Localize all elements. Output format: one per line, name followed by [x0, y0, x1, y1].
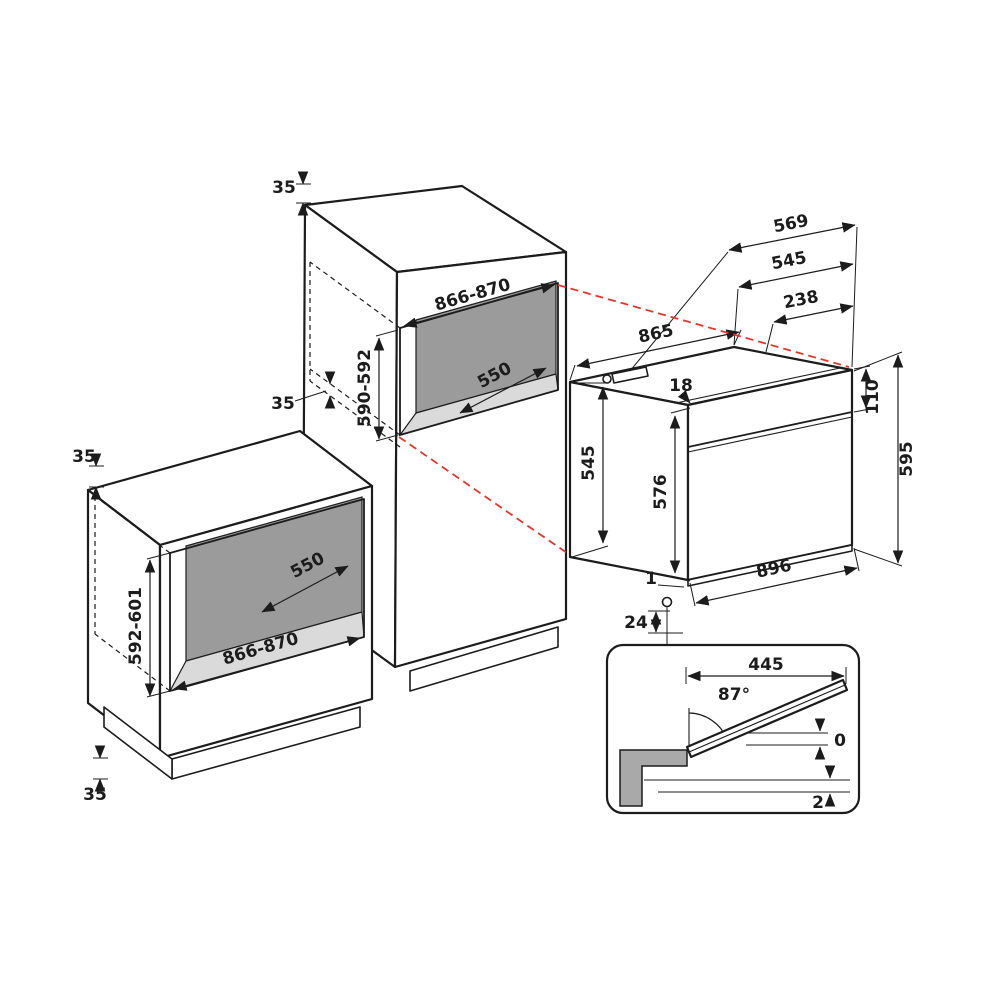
base-niche-hidden-line-top [94, 495, 171, 554]
dim-line-upper-niche-depth [459, 367, 547, 414]
dim-line-oven-total-depth [728, 222, 856, 253]
dim-upper-top-clearance: 35 [272, 178, 296, 198]
dim-line-oven-front-width [695, 565, 858, 606]
upper-niche-hidden-line-offset [309, 380, 401, 448]
dim-ext [569, 364, 576, 381]
detail-reference-marker [661, 596, 673, 608]
cabinet-corner-section [619, 749, 688, 807]
dim-line-oven-body-width [576, 329, 740, 369]
dim-upper-side-clearance: 35 [271, 394, 295, 414]
dim-door-depth: 445 [748, 655, 784, 675]
dim-line-oven-partial-depth [773, 303, 854, 325]
oven-control-panel-divider [687, 411, 853, 448]
dim-oven-top-gap: 1 [645, 569, 657, 589]
dim-oven-front-height: 576 [651, 474, 671, 510]
projection-guide-top [557, 284, 850, 368]
dim-ext [670, 575, 691, 582]
dim-ext [689, 582, 696, 607]
oven-mounting-bracket [611, 366, 649, 384]
dim-leader [677, 390, 691, 404]
dim-ext [670, 407, 691, 414]
dim-ext [146, 552, 171, 560]
dim-line-base-niche-depth [261, 565, 349, 613]
base-niche-opening [169, 498, 365, 692]
dim-base-bottom-clearance: 35 [83, 785, 107, 805]
oven-door-top-line [687, 416, 853, 453]
dim-ext [853, 408, 871, 413]
tall-cabinet-plinth [409, 626, 559, 692]
dim-leader [657, 584, 685, 588]
dim-door-angle: 87° [718, 685, 750, 705]
base-cabinet-plinth-side [103, 706, 173, 780]
dim-oven-body-width: 865 [637, 321, 676, 348]
dim-door-gap-min: 0 [834, 731, 846, 751]
dim-ext [571, 545, 609, 558]
dim-oven-front-lip: 18 [669, 376, 693, 396]
dim-upper-niche-height: 590-592 [355, 349, 375, 427]
dim-ext [853, 351, 903, 372]
dim-line-upper-niche-width [403, 283, 555, 328]
dim-ext [375, 329, 399, 337]
projection-guide-bottom [398, 436, 571, 556]
dim-oven-body-depth: 545 [770, 248, 809, 274]
dim-oven-total-height: 595 [897, 441, 917, 477]
oven [568, 345, 854, 587]
open-door-inner-line [688, 684, 846, 753]
dim-base-top-clearance: 35 [72, 447, 96, 467]
dim-ext [375, 434, 399, 442]
dim-ext [853, 548, 903, 567]
dim-base-niche-height: 592-601 [126, 587, 146, 665]
dim-line-oven-body-depth [738, 261, 854, 290]
dim-ext [629, 251, 729, 372]
dim-oven-panel-height: 110 [863, 379, 883, 415]
dim-line-base-niche-width [173, 636, 361, 691]
dim-ext [765, 323, 774, 353]
oven-bracket-screw [602, 374, 612, 384]
door-detail-view: 445 87° 0 2 [605, 643, 861, 815]
oven-front-lip-line [675, 367, 841, 404]
dim-ext [851, 226, 858, 368]
dim-ext [853, 547, 860, 572]
dim-oven-total-depth: 569 [772, 211, 811, 237]
dim-door-gap-step: 2 [812, 793, 824, 813]
dim-oven-partial-depth: 238 [782, 287, 821, 313]
oven-front-face [686, 368, 854, 582]
upper-niche-hidden-line-top [309, 261, 401, 329]
base-niche-hidden-line-bottom [94, 633, 171, 692]
dim-leader [294, 390, 327, 402]
dim-oven-body-height: 545 [579, 445, 599, 481]
projection-guides [398, 284, 850, 556]
dim-oven-bottom-gap: 24 [624, 613, 648, 633]
